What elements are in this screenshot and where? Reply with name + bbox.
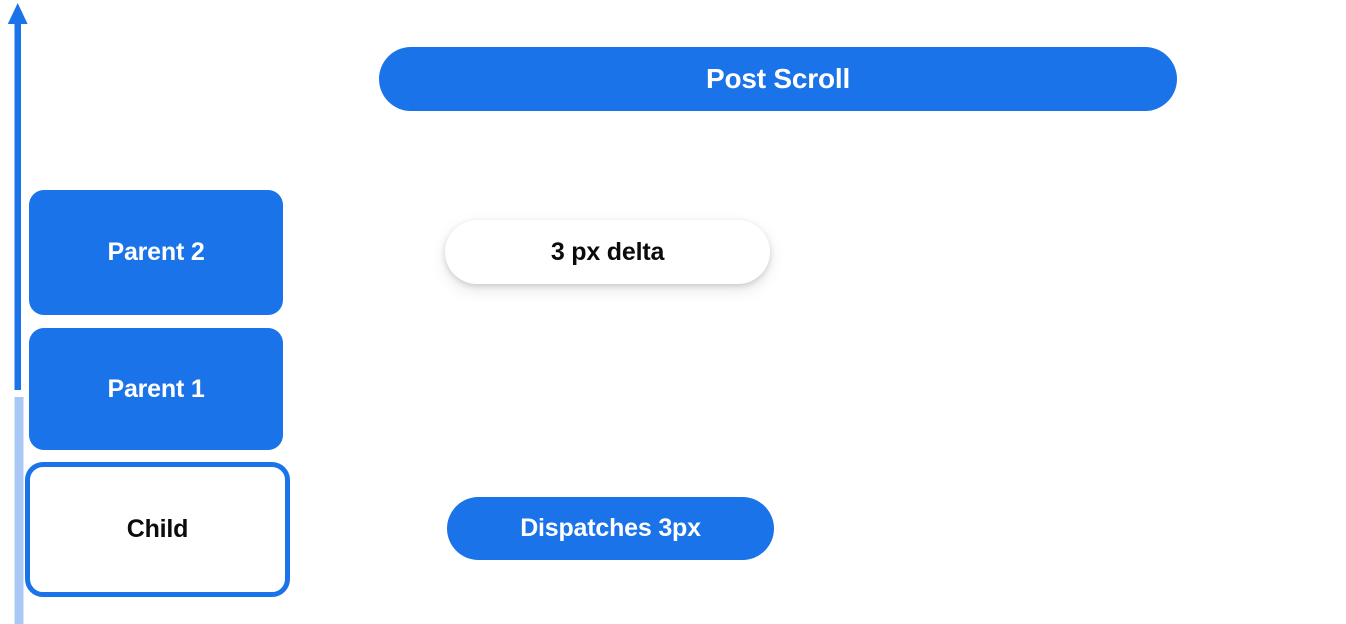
arrow-up-container <box>0 0 36 394</box>
node-box-parent-2: Parent 2 <box>29 190 283 315</box>
post-scroll-title: Post Scroll <box>705 63 851 94</box>
node-label-parent-1: Parent 1 <box>107 374 205 403</box>
delta-annotation-label: 3 px delta <box>550 237 665 266</box>
delta-annotation-pill: 3 px delta <box>445 220 770 284</box>
node-box-child: Child <box>25 462 290 597</box>
arrow-down-icon <box>14 397 24 624</box>
node-label-child: Child <box>126 515 189 543</box>
dispatch-annotation-label: Dispatches 3px <box>520 514 701 542</box>
arrow-down-container <box>0 394 40 624</box>
node-box-parent-1: Parent 1 <box>29 328 283 450</box>
dispatch-annotation-pill: Dispatches 3px <box>447 497 774 560</box>
arrow-up-icon <box>7 3 28 390</box>
node-label-parent-2: Parent 2 <box>107 238 205 266</box>
post-scroll-header-bar: Post Scroll <box>379 47 1177 111</box>
